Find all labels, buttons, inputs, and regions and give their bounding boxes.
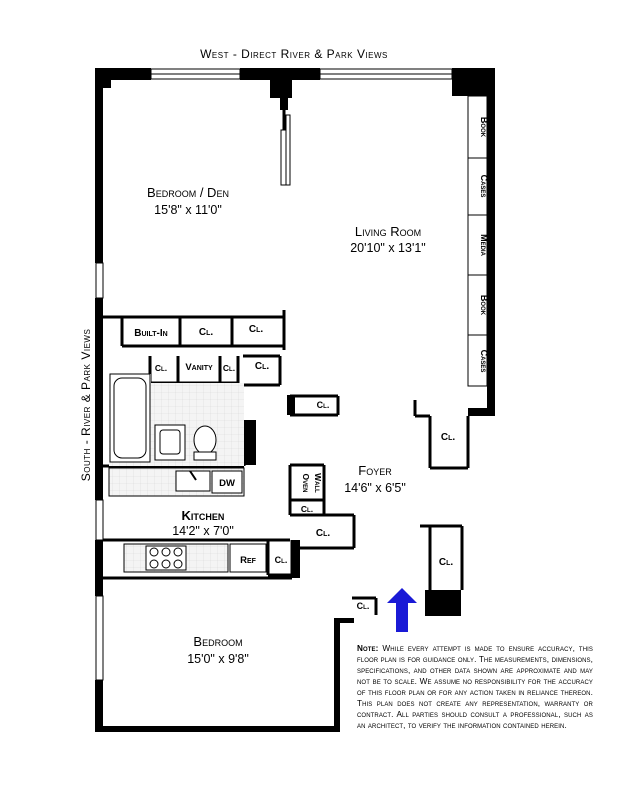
structural-columns — [244, 98, 300, 578]
built-in-label: Built-In — [134, 328, 167, 339]
note-text: While every attempt is made to ensure ac… — [357, 644, 593, 730]
room-size-kitchen: 14'2" x 7'0" — [172, 524, 234, 538]
closet-label-foyer-3: Cl. — [439, 557, 453, 568]
closet-label-bath-2: Cl. — [223, 363, 235, 373]
closet-label-foyer-1: Cl. — [441, 432, 455, 443]
room-size-bedroom-den: 15'8" x 11'0" — [154, 203, 222, 217]
closet-label-den-2: Cl. — [249, 324, 263, 335]
built-in-cabinets — [467, 95, 488, 387]
room-name-kitchen: Kitchen — [182, 508, 225, 523]
closet-label-hall-1: Cl. — [255, 361, 269, 372]
room-name-living-room: Living Room — [355, 224, 421, 239]
room-name-bedroom: Bedroom — [193, 634, 242, 649]
cabinet-label-book-2: Book — [479, 295, 489, 316]
room-size-bedroom: 15'0" x 9'8" — [187, 652, 249, 666]
closet-label-den-1: Cl. — [199, 327, 213, 338]
disclaimer-note: Note: While every attempt is made to ens… — [357, 643, 593, 731]
dishwasher — [211, 470, 243, 494]
note-heading: Note: — [357, 644, 379, 653]
cabinet-label-book-1: Book — [479, 117, 489, 138]
room-size-living-room: 20'10" x 13'1" — [350, 241, 426, 255]
wall-oven-label-1: Wall — [313, 473, 323, 493]
entry-arrow-icon — [387, 588, 417, 632]
refrigerator — [229, 543, 267, 573]
cabinet-label-cases-1: Cases — [479, 175, 489, 198]
closet-label-entry: Cl. — [357, 601, 370, 611]
vanity-label: Vanity — [185, 362, 213, 373]
wall-oven-label-2: Oven — [301, 474, 311, 493]
kitchen-counters — [108, 467, 267, 573]
room-name-foyer: Foyer — [358, 463, 392, 478]
south-view-label: South - River & Park Views — [79, 329, 93, 482]
room-size-foyer: 14'6" x 6'5" — [344, 481, 406, 495]
closet-label-hall-2: Cl. — [317, 400, 330, 410]
closet-label-bath-1: Cl. — [155, 363, 167, 373]
closet-label-kitchen: Cl. — [275, 555, 288, 565]
sliding-door-den — [280, 114, 291, 186]
closet-label-oven: Cl. — [301, 504, 313, 514]
closet-label-foyer-2: Cl. — [316, 528, 330, 539]
kitchen-sink — [175, 470, 211, 492]
bathroom — [109, 373, 244, 466]
windows — [95, 68, 453, 681]
cabinet-label-cases-2: Cases — [479, 350, 489, 373]
exterior-walls — [95, 68, 495, 732]
ref-label: Ref — [240, 555, 257, 566]
dishwasher-label: DW — [219, 478, 235, 489]
room-name-bedroom-den: Bedroom / Den — [147, 185, 229, 200]
cabinet-label-media: Media — [479, 234, 489, 256]
west-view-label: West - Direct River & Park Views — [200, 47, 388, 61]
toilet — [193, 425, 217, 455]
stove — [145, 545, 187, 571]
